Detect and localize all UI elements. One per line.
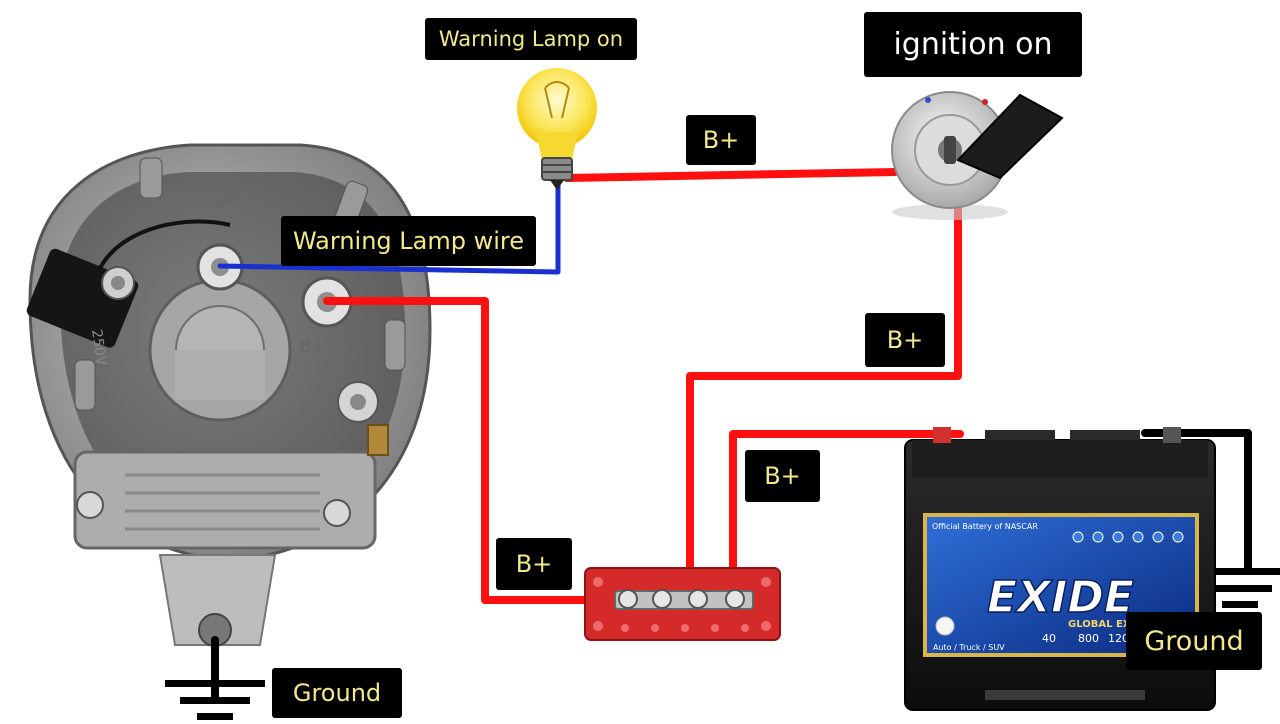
alternator-to-busbar-wire bbox=[323, 297, 632, 604]
b-plus-marking: B+ bbox=[300, 337, 326, 357]
bplus-label-ignition: B+ bbox=[865, 313, 945, 367]
negative-terminal bbox=[1163, 427, 1181, 443]
capacitor-label: 250V bbox=[88, 328, 109, 367]
busbar-to-battery-wire bbox=[729, 430, 964, 600]
bus-bar bbox=[584, 567, 781, 641]
d-plus-marking: D+ bbox=[213, 189, 240, 211]
warning-lamp-on-label: Warning Lamp on bbox=[425, 18, 637, 60]
warning-lamp bbox=[517, 68, 597, 190]
battery-subbrand: GLOBAL EXTREME bbox=[1068, 619, 1169, 630]
ignition-switch bbox=[891, 91, 1064, 220]
battery-ground-symbol bbox=[1195, 568, 1280, 608]
alternator-ground-symbol bbox=[165, 680, 265, 720]
alternator-ground-label: Ground bbox=[272, 668, 402, 718]
warning-lamp-wire-label: Warning Lamp wire bbox=[281, 216, 536, 266]
lamp-to-ignition-wire bbox=[563, 168, 899, 182]
battery-tagline: Official Battery of NASCAR bbox=[932, 522, 1038, 531]
positive-terminal bbox=[933, 427, 951, 443]
battery-brand: EXIDE bbox=[987, 572, 1134, 623]
rating-40: 40 bbox=[1042, 632, 1056, 645]
bplus-label-alternator: B+ bbox=[496, 538, 572, 590]
battery-ground-label: Ground bbox=[1126, 612, 1262, 670]
ignition-to-busbar-wire bbox=[686, 206, 962, 600]
rating-800: 800 bbox=[1078, 632, 1099, 645]
ignition-on-label: ignition on bbox=[864, 12, 1082, 77]
battery-usage: Auto / Truck / SUV bbox=[933, 643, 1005, 652]
warning-lamp-wire bbox=[217, 179, 561, 275]
bplus-label-top: B+ bbox=[686, 115, 756, 165]
rating-120: 120 bbox=[1108, 632, 1129, 645]
bplus-label-battery: B+ bbox=[745, 450, 820, 502]
ignition-key-icon bbox=[956, 93, 1064, 180]
